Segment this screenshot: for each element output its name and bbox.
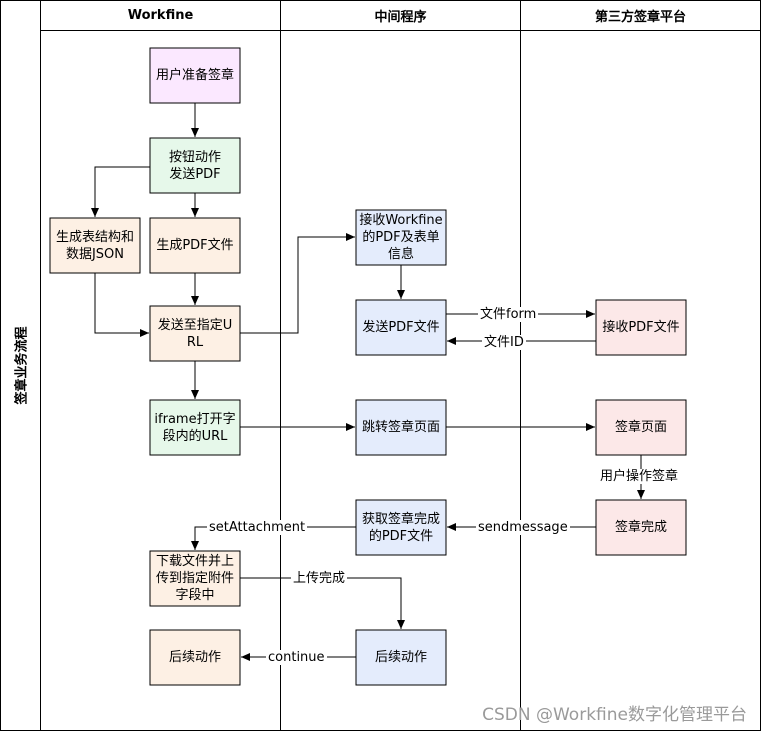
node-receive-pdf: 接收PDF文件 xyxy=(602,320,680,335)
node-box-get-signed-pdf xyxy=(355,499,447,556)
node-send-pdf-file: 发送PDF文件 xyxy=(362,320,440,335)
node-box-receive-workfine xyxy=(355,209,447,266)
node-box-receive-pdf xyxy=(595,299,687,356)
node-box-iframe-open xyxy=(149,399,241,456)
edge-json-to-send xyxy=(94,273,149,337)
node-get-signed-pdf: 获取签章完成 的PDF文件 xyxy=(361,511,440,544)
edge-label-set-attachment: setAttachment xyxy=(207,520,308,535)
edge-send-to-receive xyxy=(240,233,355,334)
edge-label-file-id: 文件ID xyxy=(482,335,526,350)
node-send-url: 发送至指定U RL xyxy=(157,317,233,350)
node-followup-middleware: 后续动作 xyxy=(374,650,427,665)
node-sign-page: 签章页面 xyxy=(614,420,667,435)
lane-title-workfine: Workfine xyxy=(127,7,194,23)
edge-button-to-json xyxy=(91,166,150,217)
node-box-gen-pdf xyxy=(149,217,241,274)
node-box-sign-page xyxy=(595,399,687,456)
node-box-send-pdf-file xyxy=(355,299,447,356)
node-box-gen-json xyxy=(49,217,141,274)
node-box-prepare-sign xyxy=(149,47,241,104)
edge-label-file-form: 文件form xyxy=(478,307,539,322)
node-iframe-open: iframe打开字 段内的URL xyxy=(154,411,236,444)
node-sign-complete: 签章完成 xyxy=(614,520,667,535)
node-gen-json: 生成表结构和 数据JSON xyxy=(55,229,134,262)
edge-label-continue: continue xyxy=(266,650,327,665)
node-box-followup-middleware xyxy=(355,629,447,686)
lane-title-middleware: 中间程序 xyxy=(374,9,427,25)
node-box-sign-complete xyxy=(595,499,687,556)
lane-title-platform: 第三方签章平台 xyxy=(594,9,686,25)
node-download-upload: 下载文件并上 传到指定附件 字段中 xyxy=(155,554,234,603)
node-jump-sign-page: 跳转签章页面 xyxy=(361,420,440,435)
node-gen-pdf: 生成PDF文件 xyxy=(156,238,234,253)
node-receive-workfine: 接收Workfine 的PDF及表单 信息 xyxy=(359,213,443,262)
node-box-jump-sign-page xyxy=(355,399,447,456)
node-prepare-sign: 用户准备签章 xyxy=(155,68,234,83)
watermark: CSDN @Workfine数字化管理平台 xyxy=(482,705,747,725)
node-button-send-pdf: 按钮动作 发送PDF xyxy=(168,149,221,182)
node-box-followup-workfine xyxy=(149,629,241,686)
node-followup-workfine: 后续动作 xyxy=(168,650,221,665)
edge-label-user-sign: 用户操作签章 xyxy=(598,469,681,484)
node-box-send-url xyxy=(149,305,241,362)
pool-title: 签章业务流程 xyxy=(14,326,30,405)
edge-label-sendmessage: sendmessage xyxy=(476,520,570,535)
edge-label-upload-done: 上传完成 xyxy=(291,571,348,586)
